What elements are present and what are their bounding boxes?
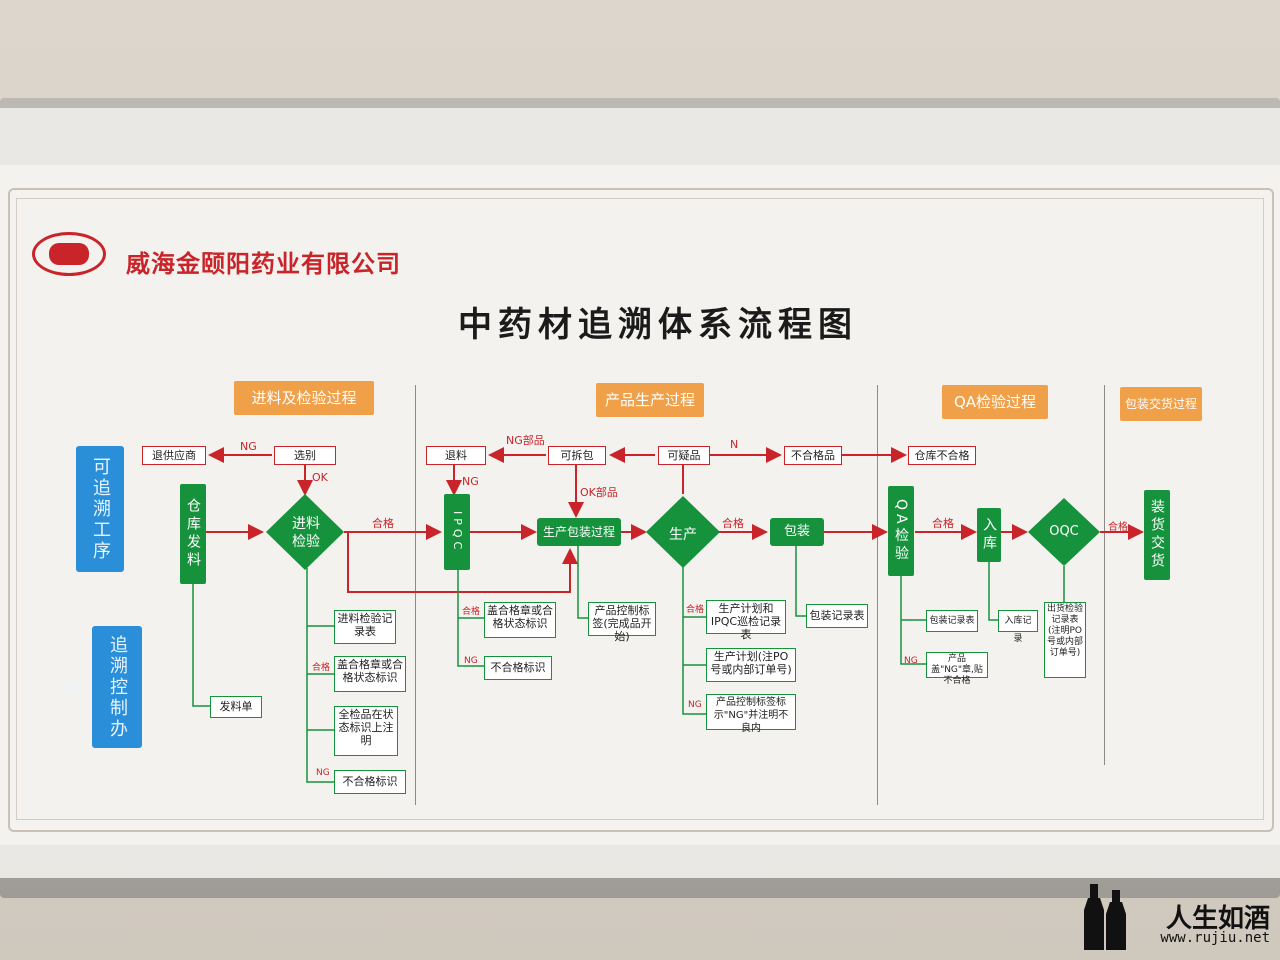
node-pack-process: 生产包装过程 xyxy=(537,518,621,546)
note-nonconf-tag-2: 不合格标识 xyxy=(484,656,552,680)
node-return-supplier: 退供应商 xyxy=(142,446,206,465)
label-ok-part: OK部品 xyxy=(580,484,618,500)
note-label-control: 产品控制标签(完成品开始) xyxy=(588,602,656,636)
label-pass-1: 合格 xyxy=(372,515,394,531)
node-packing: 包装 xyxy=(770,518,824,546)
note-prod-plan: 生产计划(注PO号或内部订单号) xyxy=(706,648,796,682)
watermark-url: www.rujiu.net xyxy=(1160,930,1270,946)
tag-ng-c: NG xyxy=(688,700,702,710)
note-nonconf-tag-1: 不合格标识 xyxy=(334,770,406,794)
tag-pass-a: 合格 xyxy=(312,660,330,673)
node-warehouse-nonconforming: 仓库不合格 xyxy=(908,446,976,465)
node-oqc: OQC xyxy=(1044,524,1084,539)
note-pack-record-2: 包装记录表 xyxy=(926,610,978,632)
note-ctrl-label-ng: 产品控制标签标示"NG"并注明不良内 xyxy=(706,694,796,730)
node-suspect: 可疑品 xyxy=(658,446,710,465)
note-pack-record: 包装记录表 xyxy=(806,604,868,628)
tag-pass-b: 合格 xyxy=(462,604,480,617)
note-issue-slip: 发料单 xyxy=(210,696,262,718)
label-pass-3: 合格 xyxy=(932,515,954,531)
label-pass-4: 合格 xyxy=(1108,518,1128,533)
node-production: 生产 xyxy=(663,524,703,544)
node-qa-inspection: QA检验 xyxy=(888,486,914,576)
note-ng-stamp: 产品盖"NG"章,贴不合格 xyxy=(926,652,988,678)
node-sort: 选别 xyxy=(274,446,336,465)
note-ship-report: 出货检验记录表(注明PO号或内部订单号) xyxy=(1044,602,1086,678)
node-disassemble: 可拆包 xyxy=(548,446,606,465)
note-incoming-record: 进料检验记录表 xyxy=(334,610,396,644)
label-ng-part: NG部品 xyxy=(506,432,545,448)
node-ship: 装货交货 xyxy=(1144,490,1170,580)
label-ng-1: NG xyxy=(240,440,257,453)
note-stamp-pass: 盖合格章或合格状态标识 xyxy=(334,656,406,692)
node-return-material: 退料 xyxy=(426,446,486,465)
tag-ng-d: NG xyxy=(904,656,918,666)
tag-pass-c: 合格 xyxy=(686,602,704,615)
node-warehouse-in: 入库 xyxy=(977,508,1001,562)
note-stamp-pass-2: 盖合格章或合格状态标识 xyxy=(484,602,556,638)
tag-ng-a: NG xyxy=(316,768,330,778)
note-in-record: 入库记录 xyxy=(998,610,1038,632)
label-ng-2: NG xyxy=(462,475,479,488)
tag-ng-b: NG xyxy=(464,656,478,666)
wine-bottle-icon xyxy=(1080,880,1132,952)
node-ipqc: IPQC xyxy=(444,494,470,570)
node-incoming-inspection: 进料检验 xyxy=(286,515,326,551)
label-ok-1: OK xyxy=(312,471,328,484)
note-plan-patrol: 生产计划和IPQC巡检记录表 xyxy=(706,600,786,634)
label-n: N xyxy=(730,438,738,451)
label-pass-2: 合格 xyxy=(722,515,744,531)
node-warehouse-issue: 仓库发料 xyxy=(180,484,206,584)
node-nonconforming: 不合格品 xyxy=(784,446,842,465)
note-full-inspect: 全检品在状态标识上注明 xyxy=(334,706,398,756)
